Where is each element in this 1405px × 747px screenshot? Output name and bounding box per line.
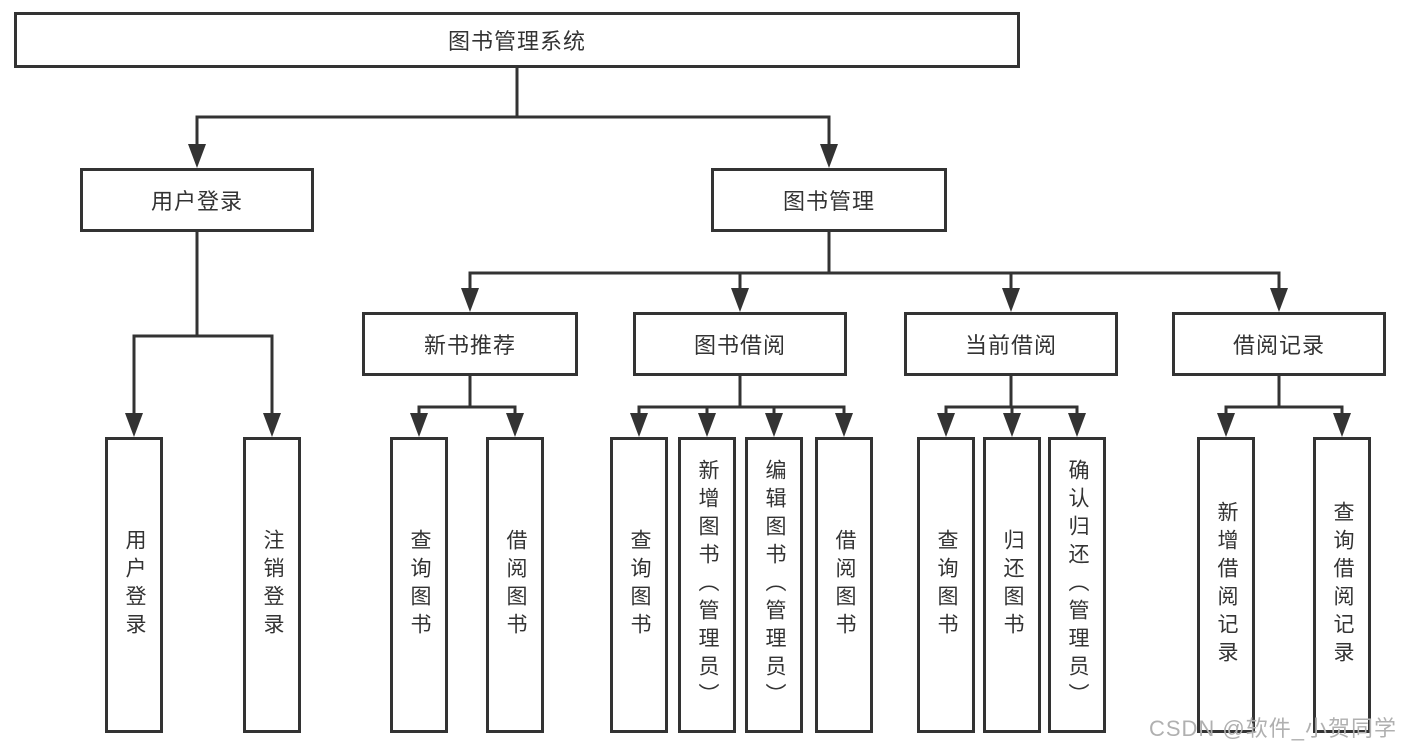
leaf-user-login-label: 用户登录 <box>123 529 146 641</box>
leaf-add-borrow-record: 新增借阅记录 <box>1197 437 1255 733</box>
leaf-query-book-current-label: 查询图书 <box>935 529 958 641</box>
node-book-borrow: 图书借阅 <box>633 312 847 376</box>
node-borrow-record: 借阅记录 <box>1172 312 1386 376</box>
leaf-borrow-book-recommend-label: 借阅图书 <box>504 529 527 641</box>
leaf-query-book-recommend: 查询图书 <box>390 437 448 733</box>
node-root-label: 图书管理系统 <box>447 29 586 54</box>
leaf-user-login: 用户登录 <box>105 437 163 733</box>
node-new-book-recommend-label: 新书推荐 <box>423 333 516 358</box>
leaf-edit-book-admin-label: 编辑图书（管理员） <box>763 459 786 711</box>
leaf-logout-label: 注销登录 <box>261 529 284 641</box>
leaf-confirm-return-admin-label: 确认归还（管理员） <box>1066 459 1089 711</box>
leaf-edit-book-admin: 编辑图书（管理员） <box>745 437 803 733</box>
leaf-query-book-borrow-label: 查询图书 <box>628 529 651 641</box>
leaf-logout: 注销登录 <box>243 437 301 733</box>
node-borrow-record-label: 借阅记录 <box>1232 333 1325 358</box>
csdn-watermark: CSDN @软件_小贺同学 <box>1148 716 1397 741</box>
leaf-borrow-book-recommend: 借阅图书 <box>486 437 544 733</box>
node-current-borrow: 当前借阅 <box>904 312 1118 376</box>
node-user-login-label: 用户登录 <box>150 189 243 214</box>
node-book-management: 图书管理 <box>711 168 947 232</box>
node-root: 图书管理系统 <box>14 12 1020 68</box>
leaf-query-borrow-record: 查询借阅记录 <box>1313 437 1371 733</box>
leaf-query-book-current: 查询图书 <box>917 437 975 733</box>
node-current-borrow-label: 当前借阅 <box>964 333 1057 358</box>
leaf-add-book-admin: 新增图书（管理员） <box>678 437 736 733</box>
leaf-query-borrow-record-label: 查询借阅记录 <box>1331 501 1354 669</box>
node-user-login: 用户登录 <box>80 168 314 232</box>
leaf-add-borrow-record-label: 新增借阅记录 <box>1215 501 1238 669</box>
leaf-borrow-book-label: 借阅图书 <box>833 529 856 641</box>
leaf-query-book-borrow: 查询图书 <box>610 437 668 733</box>
leaf-confirm-return-admin: 确认归还（管理员） <box>1048 437 1106 733</box>
node-new-book-recommend: 新书推荐 <box>362 312 578 376</box>
node-book-borrow-label: 图书借阅 <box>693 333 786 358</box>
leaf-query-book-recommend-label: 查询图书 <box>408 529 431 641</box>
node-book-management-label: 图书管理 <box>782 189 875 214</box>
leaf-add-book-admin-label: 新增图书（管理员） <box>696 459 719 711</box>
leaf-return-book: 归还图书 <box>983 437 1041 733</box>
leaf-return-book-label: 归还图书 <box>1001 529 1024 641</box>
leaf-borrow-book: 借阅图书 <box>815 437 873 733</box>
